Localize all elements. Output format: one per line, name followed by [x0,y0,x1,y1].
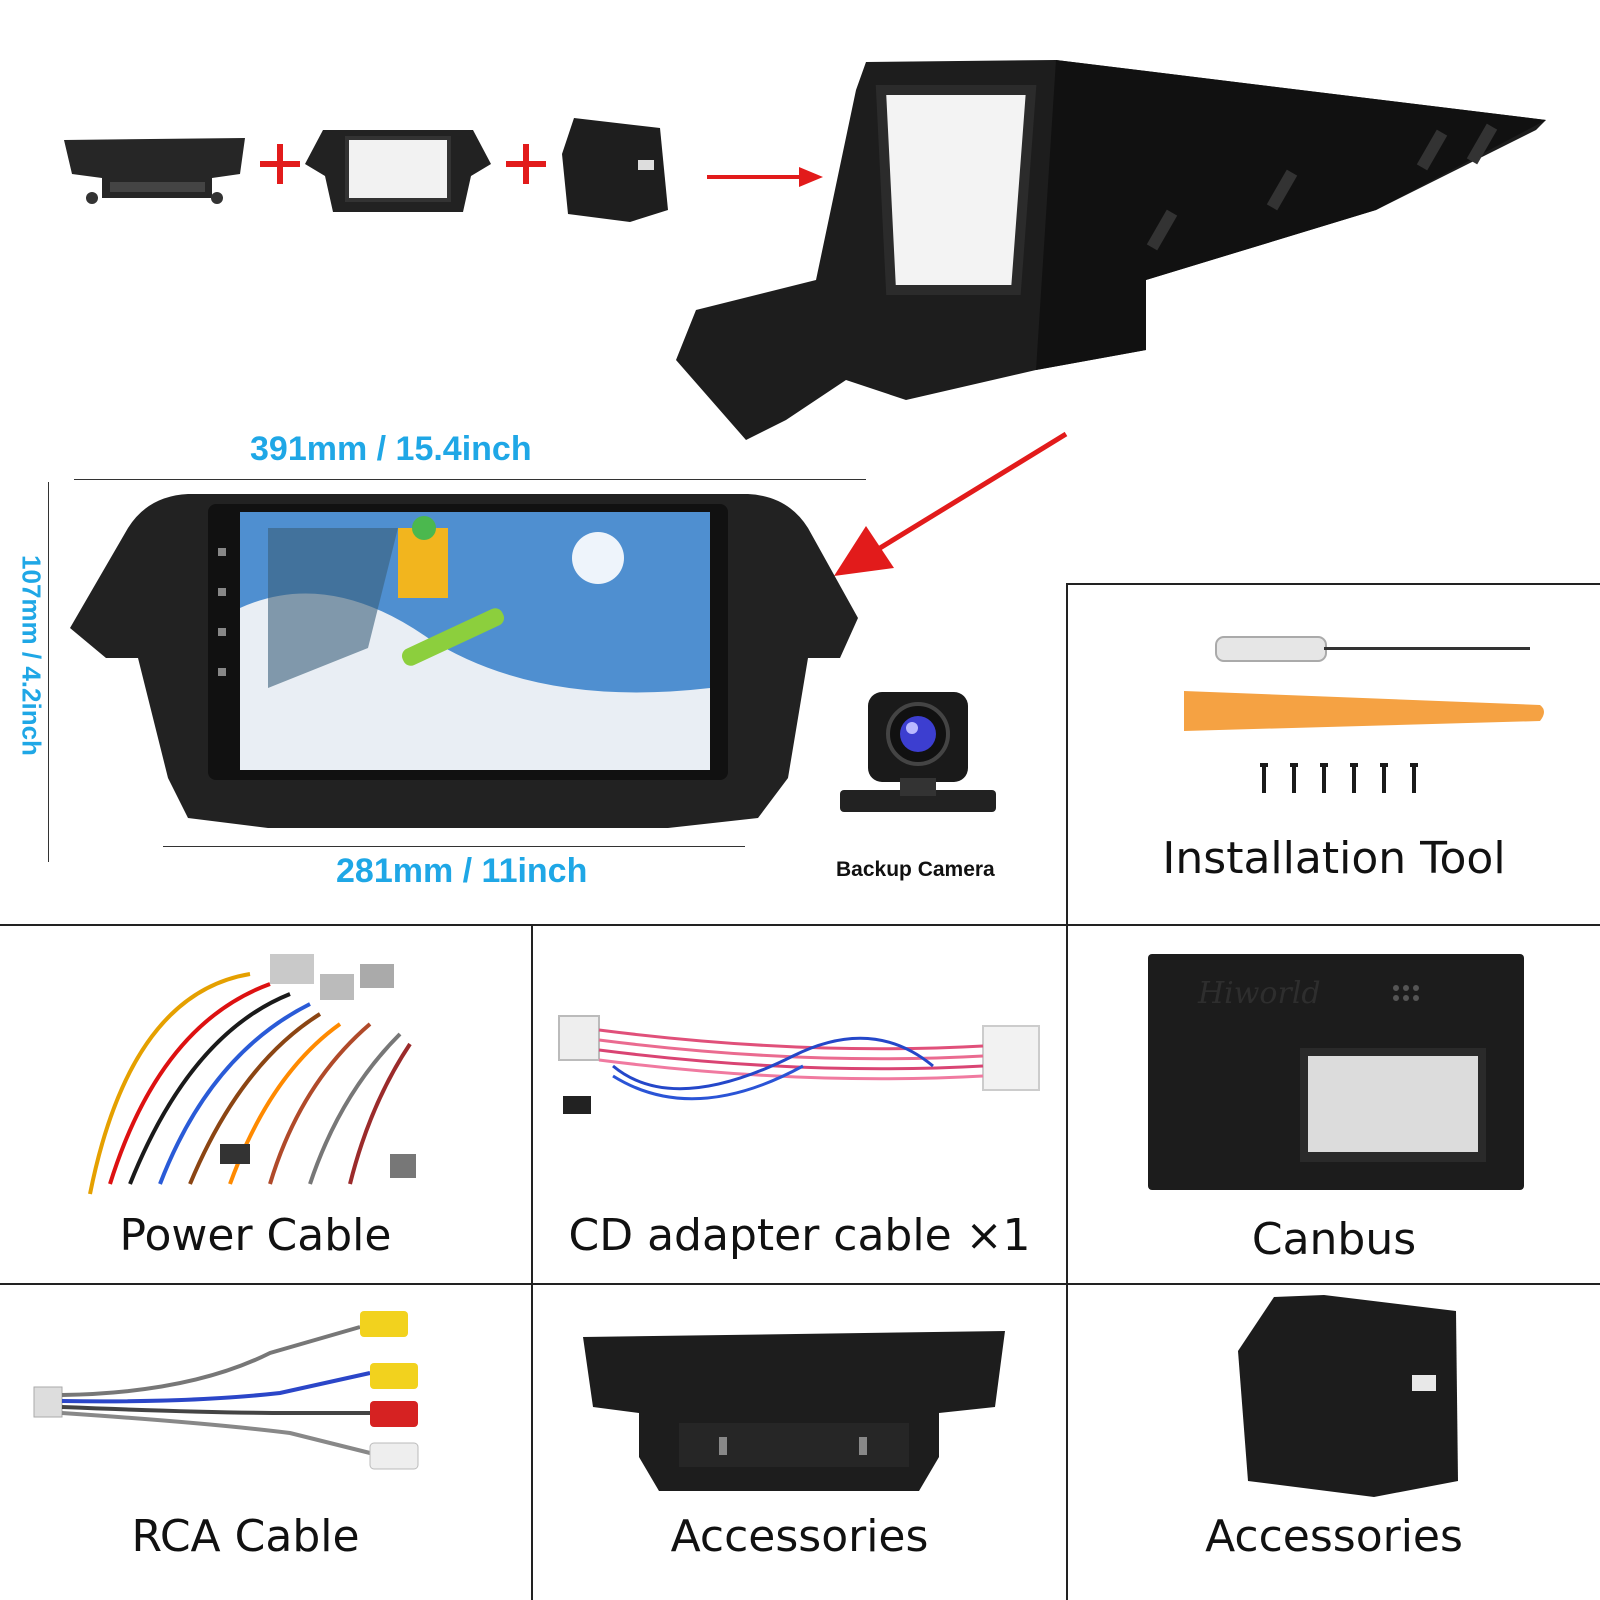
screwdriver-image [1215,636,1530,662]
canbus-cell: Hiworld Canbus [1068,926,1600,1283]
height-dimension: 107mm / 4.2inch [16,555,47,756]
backup-camera-image [840,692,996,812]
frame-part-image [305,130,491,212]
accessories-label-2: Accessories [1205,1511,1463,1562]
rca-cable-image [33,1311,419,1470]
accessories-cell-2: Accessories [1068,1285,1600,1600]
divider-row-2 [0,1283,1600,1285]
accessories-cell-1: Accessories [533,1285,1066,1600]
bottom-dimension-line [163,846,745,847]
side-cover-accessory-image [1238,1295,1458,1497]
cd-adapter-cable-cell: CD adapter cable ×1 [533,926,1066,1283]
power-cable-label: Power Cable [119,1210,392,1261]
screws-image [1260,763,1418,793]
power-cable-image [88,954,416,1195]
installation-tool-cell: Installation Tool [1068,585,1600,924]
divider-col-1 [531,925,533,1600]
canbus-label: Canbus [1251,1214,1417,1265]
assembled-dash-image [676,60,1546,440]
pry-tool-image [1184,691,1544,731]
divider-install-left [1066,583,1068,925]
installation-tool-label: Installation Tool [1162,833,1506,884]
head-unit-image [70,494,858,828]
top-dimension-line [74,479,866,480]
head-unit-section: 391mm / 15.4inch 107mm / 4.2inch 281mm /… [0,430,1060,910]
top-width-dimension: 391mm / 15.4inch [250,430,532,468]
height-dimension-line [48,482,49,862]
bottom-width-dimension: 281mm / 11inch [336,852,588,890]
divider-install-top [1067,583,1600,585]
assembly-row [0,0,1600,576]
lower-trim-accessory-image [583,1331,1005,1491]
side-cover-part-image [562,118,668,222]
arrow-down-left-icon [834,431,1068,576]
plus-sign-2 [506,144,546,184]
divider-row-1 [0,924,1600,926]
lower-trim-part-image [64,138,245,204]
cd-adapter-cable-image [558,1015,1040,1114]
plus-sign-1 [260,144,300,184]
arrow-right-icon [707,167,823,187]
canbus-box-image [1148,954,1524,1190]
rca-cable-cell: RCA Cable [0,1285,531,1600]
canbus-brand-text: Hiworld [1198,976,1321,1011]
cd-adapter-cable-label: CD adapter cable ×1 [568,1210,1031,1261]
divider-col-2 [1066,925,1068,1600]
accessories-label-1: Accessories [670,1511,929,1562]
rca-cable-label: RCA Cable [131,1511,360,1562]
power-cable-cell: Power Cable [0,926,531,1283]
backup-camera-label: Backup Camera [836,858,995,881]
